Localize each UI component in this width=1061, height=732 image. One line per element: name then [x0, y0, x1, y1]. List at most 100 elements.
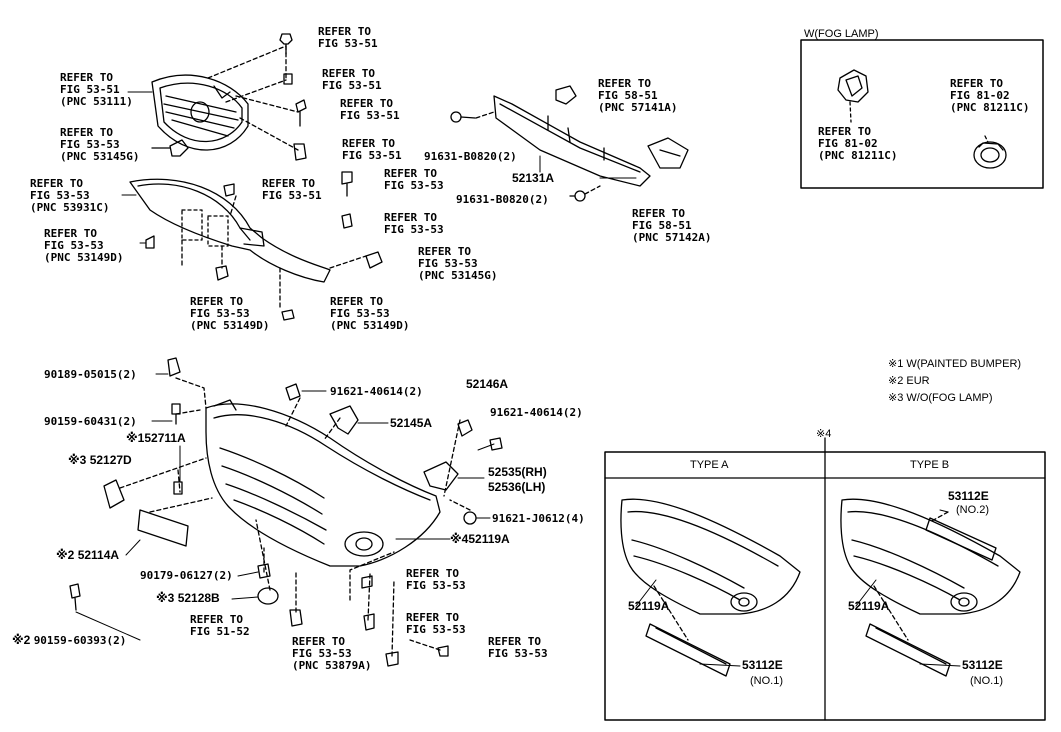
fog-lamp-unit-part [973, 135, 1007, 169]
fig-ref-text: FIG 53-51 [262, 189, 322, 202]
fig-ref-text: FIG 53-53 [30, 189, 90, 202]
refer-to-text: REFER TO [340, 97, 393, 110]
pnc-text: (PNC 53145G) [418, 269, 498, 282]
reinforcement-bolts [450, 111, 601, 202]
ref-label-grille-clip-2: REFER TO FIG 53-51 [340, 98, 400, 122]
ref-label-bumper-clip-1: REFER TO FIG 53-53 [406, 568, 466, 592]
refer-to-text: REFER TO [292, 635, 345, 648]
ref-label-grille: REFER TO FIG 53-51 (PNC 53111) [60, 72, 133, 108]
radiator-grille-part [151, 74, 249, 151]
refer-to-text: REFER TO [406, 611, 459, 624]
fig-ref-text: FIG 53-53 [406, 623, 466, 636]
fig-ref-text: FIG 53-53 [330, 307, 390, 320]
ref-label-fog-unit: REFER TO FIG 81-02 (PNC 81211C) [950, 78, 1029, 114]
fig-ref-text: FIG 53-51 [340, 109, 400, 122]
pnc-text: (PNC 81211C) [818, 149, 898, 162]
pnc-text: (PNC 81211C) [950, 101, 1030, 114]
part-52114a: 52114A [77, 548, 120, 562]
type-b-part-53112e-upper: 53112E [948, 489, 989, 503]
ref-label-grille-clip-1: REFER TO FIG 53-51 [322, 68, 382, 92]
fig-ref-text: FIG 53-51 [60, 83, 120, 96]
type-a-part-52119a: 52119A [628, 599, 670, 613]
type-b-no2: (NO.2) [956, 504, 989, 516]
part-52114a-group: ※2 52114A [56, 549, 119, 562]
type-b-bumper [840, 498, 1021, 677]
molding-fasteners [145, 171, 383, 321]
pnc-text: (PNC 53111) [60, 95, 133, 108]
type-a-label: TYPE A [690, 459, 729, 471]
ref-label-grille-clip-3: REFER TO FIG 53-51 [342, 138, 402, 162]
fig-ref-text: FIG 53-51 [342, 149, 402, 162]
part-90159-60431: 90159-60431(2) [44, 415, 137, 428]
part-91621-40614-right: 91621-40614(2) [490, 406, 583, 419]
fig-ref-text: FIG 81-02 [950, 89, 1010, 102]
refer-to-text: REFER TO [60, 126, 113, 139]
ref-label-fog-cover: REFER TO FIG 81-02 (PNC 81211C) [818, 126, 897, 162]
note-3: ※3 W/O(FOG LAMP) [888, 392, 993, 404]
fig-ref-text: FIG 53-53 [190, 307, 250, 320]
type-b-part-53112e-lower: 53112E [962, 658, 1003, 672]
refer-to-text: REFER TO [318, 25, 371, 38]
pnc-text: (PNC 53879A) [292, 659, 372, 672]
pnc-text: (PNC 53149D) [44, 251, 124, 264]
refer-to-text: REFER TO [632, 207, 685, 220]
fig-ref-text: FIG 81-02 [818, 137, 878, 150]
fig-ref-text: FIG 58-51 [632, 219, 692, 232]
label-leaders [75, 91, 961, 667]
ref-label-53879a: REFER TO FIG 53-53 (PNC 53879A) [292, 636, 371, 672]
refer-to-text: REFER TO [384, 167, 437, 180]
mark-3: ※3 [156, 591, 175, 605]
ref-label-molding: REFER TO FIG 53-53 (PNC 53931C) [30, 178, 109, 214]
part-90159-60393: 90159-60393(2) [33, 634, 127, 647]
refer-to-text: REFER TO [60, 71, 113, 84]
fig-ref-text: FIG 58-51 [598, 89, 658, 102]
part-52711a: 52711A [144, 431, 186, 445]
type-a-no1: (NO.1) [750, 675, 783, 687]
fig-ref-text: FIG 53-53 [384, 223, 444, 236]
part-90179: 90179-06127(2) [140, 569, 233, 582]
ref-label-bumper-clip-3: REFER TO FIG 53-53 [488, 636, 548, 660]
molding-leader-lines [181, 195, 367, 311]
refer-to-text: REFER TO [330, 295, 383, 308]
mark-4: ※4 [450, 532, 469, 546]
refer-to-text: REFER TO [44, 227, 97, 240]
pnc-text: (PNC 53931C) [30, 201, 110, 214]
ref-label-53149d-left: REFER TO FIG 53-53 (PNC 53149D) [44, 228, 123, 264]
refer-to-text: REFER TO [190, 613, 243, 626]
type-b-no1: (NO.1) [970, 675, 1003, 687]
ref-label-57142a: REFER TO FIG 58-51 (PNC 57142A) [632, 208, 711, 244]
fog-lamp-box [800, 39, 1044, 189]
refer-to-text: REFER TO [418, 245, 471, 258]
type-b-part-52119a: 52119A [848, 599, 890, 613]
part-91631-upper: 91631-B0820(2) [424, 150, 517, 163]
part-91621-40614-left: 91621-40614(2) [330, 385, 423, 398]
mark-4-type-box: ※4 [816, 428, 832, 440]
fig-ref-text: FIG 53-53 [292, 647, 352, 660]
type-b-label: TYPE B [910, 459, 950, 471]
refer-to-text: REFER TO [190, 295, 243, 308]
grille-fasteners [279, 33, 307, 161]
refer-to-text: REFER TO [342, 137, 395, 150]
fig-ref-text: FIG 53-53 [406, 579, 466, 592]
fog-lamp-cover-part [837, 69, 869, 123]
part-52128b: 52128B [177, 591, 220, 605]
part-52127d-group: ※3 52127D [68, 454, 132, 467]
fig-ref-text: FIG 53-53 [60, 138, 120, 151]
ref-label-bumper-clip-2: REFER TO FIG 53-53 [406, 612, 466, 636]
ref-label-molding-clip: REFER TO FIG 53-51 [262, 178, 322, 202]
type-a-part-53112e: 53112E [742, 658, 783, 672]
refer-to-text: REFER TO [406, 567, 459, 580]
part-52536: 52536(LH) [488, 480, 546, 494]
refer-to-text: REFER TO [818, 125, 871, 138]
note-2: ※2 EUR [888, 375, 930, 387]
part-52145a: 52145A [390, 416, 433, 430]
pnc-text: (PNC 53149D) [190, 319, 270, 332]
bumper-leader-lines [119, 377, 471, 657]
part-52146a: 52146A [466, 377, 509, 391]
note-1: ※1 W(PAINTED BUMPER) [888, 358, 1022, 370]
fig-ref-text: FIG 53-53 [418, 257, 478, 270]
refer-to-text: REFER TO [598, 77, 651, 90]
refer-to-text: REFER TO [950, 77, 1003, 90]
refer-to-text: REFER TO [30, 177, 83, 190]
